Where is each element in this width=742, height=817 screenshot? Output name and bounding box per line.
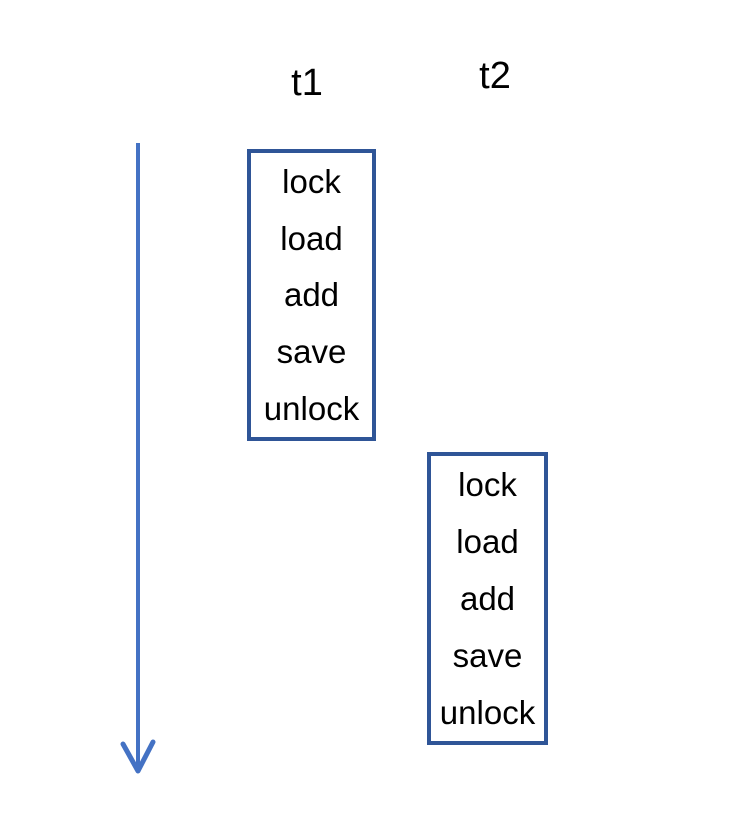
op-label: save [276,333,347,371]
op-label: load [456,523,519,560]
op-label: add [283,276,340,314]
thread-label-t1: t1 [291,62,323,104]
op-label: load [280,219,343,257]
thread-t1-ops-box: lock load add save unlock [247,149,376,441]
op-label: unlock [263,390,360,428]
thread-t2-ops-box: lock load add save unlock [427,452,548,745]
thread-label-t2: t2 [479,55,511,97]
op-label: add [459,580,516,617]
down-arrow-icon [120,143,156,774]
op-label: lock [282,162,341,200]
op-label: lock [458,466,517,503]
op-label: unlock [439,694,536,731]
op-label: save [452,637,523,674]
